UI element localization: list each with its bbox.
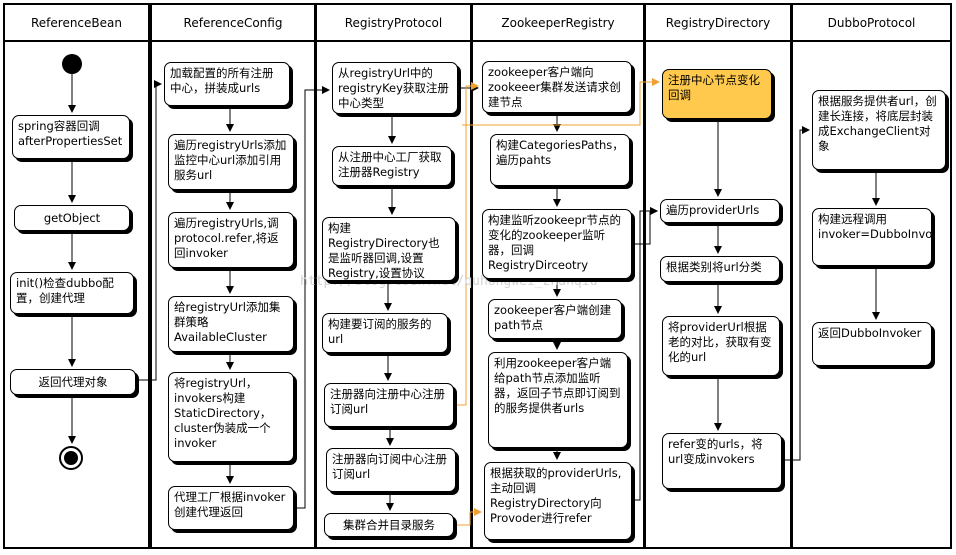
connector-rp-zk-rd-change	[462, 78, 660, 126]
node-rp-factory: 从注册中心工厂获取注册器Registry	[332, 146, 452, 186]
node-zk-paths: 构建CategoriesPaths，遍历pahts	[490, 134, 630, 186]
node-rd-refer: refer变的urls，将url变成invokers	[662, 433, 782, 489]
node-rb-spring: spring容器回调afterPropertiesSet	[12, 115, 130, 159]
node-rc-iter-refer: 遍历registryUrls,调protocol.refer,将返回invoke…	[168, 212, 294, 268]
swimlane-title: ZookeeperRegistry	[473, 5, 643, 42]
swimlane-title: DubboProtocol	[793, 5, 950, 42]
node-rc-iter-reg: 遍历registryUrls添加监控中心url添加引用服务url	[168, 134, 294, 190]
connector-rc-proxy-rp	[294, 86, 330, 509]
node-zk-notify: 根据获取的providerUrls,主动回调RegistryDirectory向…	[484, 462, 632, 540]
swimlane-title: ReferenceBean	[5, 5, 148, 42]
node-rd-change: 注册中心节点变化回调	[662, 69, 772, 119]
node-zk-create: zookeeper客户端创建path节点	[488, 299, 622, 339]
swimlane-title: RegistryProtocol	[317, 5, 470, 42]
node-dp-return: 返回DubboInvoker	[812, 322, 932, 366]
node-rc-cluster: 给registryUrl添加集群策略AvailableCluster	[168, 296, 294, 352]
node-dp-conn: 根据服务提供者url，创建长连接，将底层封装成ExchangeClient对象	[812, 90, 946, 170]
connector-rb-return-rc	[136, 80, 162, 381]
swimlane-1: ReferenceBean	[3, 3, 150, 549]
node-rp-build-dir: 构建RegistryDirectory也是监听器回调,设置Registry,设置…	[322, 217, 456, 281]
node-rc-proxy: 代理工厂根据invoker创建代理返回	[168, 486, 294, 530]
node-rd-classify: 根据类别将url分类	[660, 256, 780, 282]
node-zk-listener: 构建监听zookeepr节点的变化的zookeeper监听器，回调Registr…	[482, 209, 632, 279]
connector-zk-notify-rd	[632, 207, 658, 501]
node-zk-client: zookeeper客户端向zookeeer集群发送请求创建节点	[482, 61, 632, 113]
connector-rp-register-zk	[454, 82, 479, 406]
final-node	[59, 446, 83, 470]
connector-rd-refer-dp	[782, 126, 810, 461]
node-rb-getobject: getObject	[14, 205, 130, 231]
swimlane-6: DubboProtocol	[791, 3, 952, 549]
connector-rp-merge-zk	[454, 508, 482, 526]
node-rb-return: 返回代理对象	[10, 369, 136, 395]
connector-zk-listener-rd	[632, 207, 658, 245]
node-rp-merge: 集群合并目录服务	[324, 513, 454, 537]
node-rd-compare: 将providerUrl根据老的对比，获取有变化的url	[662, 316, 780, 376]
node-rp-build-url: 构建要订阅的服务的url	[322, 313, 448, 353]
swimlane-title: RegistryDirectory	[646, 5, 790, 42]
node-dp-build: 构建远程调用invoker=DubboInvoker	[812, 208, 932, 266]
initial-node	[62, 54, 82, 74]
node-rp-subscribe: 注册器向订阅中心注册订阅url	[326, 448, 456, 492]
node-rp-get-reg: 从registryUrl中的registryKey获取注册中心类型	[332, 62, 458, 114]
node-rb-init: init()检查dubbo配置，创建代理	[10, 272, 134, 314]
swimlane-title: ReferenceConfig	[152, 5, 314, 42]
node-zk-add: 利用zookeeper客户端给path节点添加监听器，返回子节点即订阅到的服务提…	[488, 352, 628, 448]
node-rc-load: 加载配置的所有注册中心，拼装成urls	[164, 62, 290, 106]
node-rc-static: 将registryUrl，invokers构建StaticDirectory，c…	[168, 372, 294, 462]
node-rd-iter: 遍历providerUrls	[660, 199, 780, 223]
node-rp-register: 注册器向注册中心注册订阅url	[324, 383, 454, 427]
